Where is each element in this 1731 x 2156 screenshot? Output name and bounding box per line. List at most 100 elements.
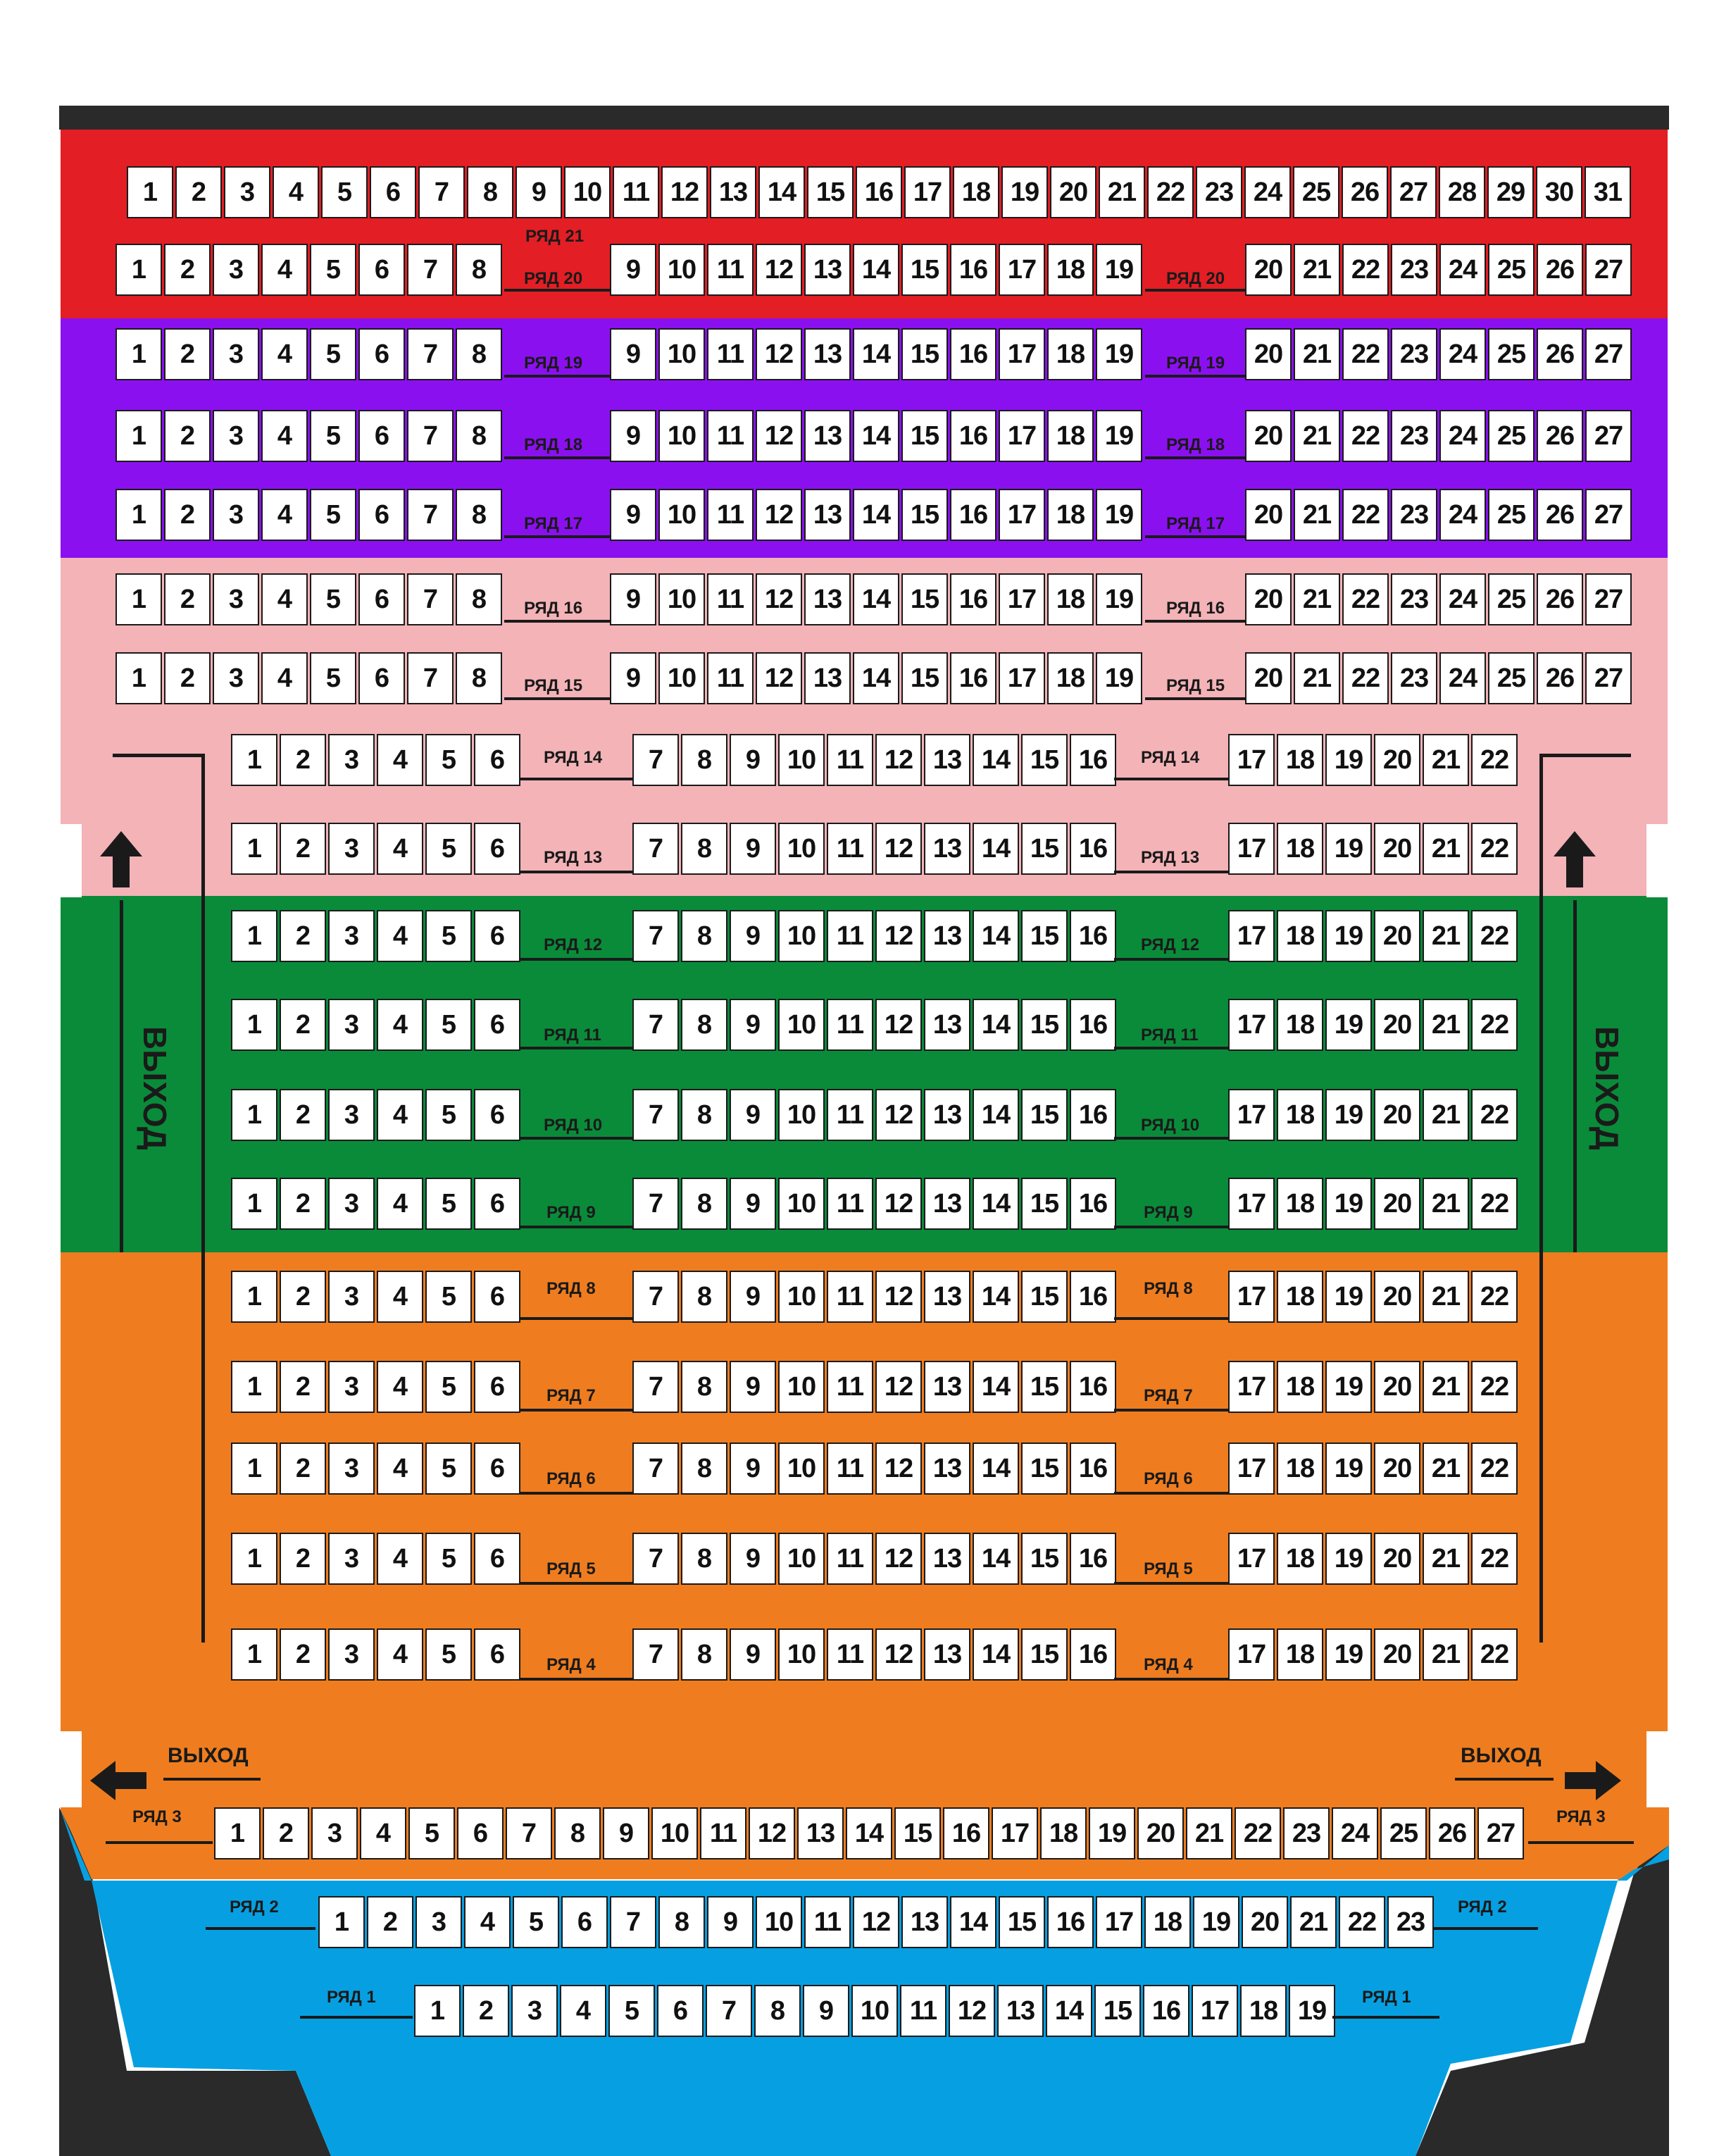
seat[interactable]: 4 (377, 1628, 423, 1681)
seat[interactable]: 15 (807, 166, 854, 218)
seat[interactable]: 21 (1099, 166, 1145, 218)
seat[interactable]: 7 (610, 1896, 656, 1948)
seat[interactable]: 2 (263, 1807, 309, 1859)
seat[interactable]: 21 (1423, 910, 1469, 962)
seat[interactable]: 13 (924, 999, 970, 1051)
seat[interactable]: 13 (924, 1628, 970, 1681)
seat[interactable]: 15 (1021, 734, 1068, 786)
seat[interactable]: 3 (328, 1178, 375, 1230)
seat[interactable]: 1 (231, 1628, 277, 1681)
seat[interactable]: 12 (756, 410, 802, 462)
seat[interactable]: 20 (1242, 1896, 1288, 1948)
seat[interactable]: 22 (1342, 410, 1389, 462)
seat[interactable]: 17 (1228, 1533, 1275, 1585)
seat[interactable]: 21 (1294, 489, 1340, 541)
seat[interactable]: 2 (280, 1442, 326, 1495)
seat[interactable]: 4 (377, 1271, 423, 1323)
seat[interactable]: 12 (756, 652, 802, 704)
seat[interactable]: 26 (1537, 573, 1583, 625)
seat[interactable]: 26 (1537, 410, 1583, 462)
seat[interactable]: 14 (853, 328, 899, 380)
seat[interactable]: 8 (681, 1178, 727, 1230)
seat[interactable]: 3 (213, 573, 259, 625)
seat[interactable]: 9 (610, 652, 656, 704)
seat[interactable]: 20 (1245, 489, 1292, 541)
seat[interactable]: 18 (1277, 1533, 1323, 1585)
seat[interactable]: 19 (1325, 1533, 1372, 1585)
seat[interactable]: 13 (797, 1807, 844, 1859)
seat[interactable]: 22 (1342, 489, 1389, 541)
seat[interactable]: 14 (853, 410, 899, 462)
seat[interactable]: 23 (1391, 489, 1437, 541)
seat[interactable]: 5 (425, 734, 472, 786)
seat[interactable]: 18 (1277, 1271, 1323, 1323)
seat[interactable]: 16 (950, 244, 996, 296)
seat[interactable]: 1 (231, 1361, 277, 1413)
seat[interactable]: 15 (1021, 1178, 1068, 1230)
seat[interactable]: 13 (924, 1361, 970, 1413)
seat[interactable]: 22 (1342, 328, 1389, 380)
seat[interactable]: 4 (377, 1178, 423, 1230)
seat[interactable]: 17 (1192, 1985, 1238, 2037)
seat[interactable]: 16 (1047, 1896, 1094, 1948)
seat[interactable]: 19 (1325, 1178, 1372, 1230)
seat[interactable]: 3 (213, 489, 259, 541)
seat[interactable]: 22 (1342, 244, 1389, 296)
seat[interactable]: 17 (1228, 1271, 1275, 1323)
seat[interactable]: 17 (1228, 1361, 1275, 1413)
seat[interactable]: 4 (261, 652, 308, 704)
seat[interactable]: 13 (804, 652, 851, 704)
seat[interactable]: 16 (950, 328, 996, 380)
seat[interactable]: 16 (1070, 1271, 1116, 1323)
seat[interactable]: 25 (1293, 166, 1339, 218)
seat[interactable]: 17 (999, 328, 1045, 380)
seat[interactable]: 21 (1294, 244, 1340, 296)
seat[interactable]: 11 (827, 823, 873, 875)
seat[interactable]: 2 (280, 1271, 326, 1323)
seat[interactable]: 7 (632, 823, 679, 875)
seat[interactable]: 21 (1423, 1089, 1469, 1141)
seat[interactable]: 6 (474, 1271, 520, 1323)
seat[interactable]: 12 (875, 1442, 922, 1495)
seat[interactable]: 21 (1423, 823, 1469, 875)
seat[interactable]: 18 (1277, 1442, 1323, 1495)
seat[interactable]: 16 (950, 652, 996, 704)
seat[interactable]: 10 (778, 1178, 825, 1230)
seat[interactable]: 18 (1047, 652, 1094, 704)
seat[interactable]: 15 (901, 573, 948, 625)
seat[interactable]: 7 (632, 1628, 679, 1681)
seat[interactable]: 13 (804, 489, 851, 541)
seat[interactable]: 13 (901, 1896, 948, 1948)
seat[interactable]: 19 (1089, 1807, 1135, 1859)
seat[interactable]: 4 (560, 1985, 606, 2037)
seat[interactable]: 10 (778, 1089, 825, 1141)
seat[interactable]: 27 (1585, 328, 1632, 380)
seat[interactable]: 1 (414, 1985, 461, 2037)
seat[interactable]: 15 (1021, 910, 1068, 962)
seat[interactable]: 15 (1021, 1533, 1068, 1585)
seat[interactable]: 10 (658, 652, 705, 704)
seat[interactable]: 8 (681, 1442, 727, 1495)
seat[interactable]: 12 (756, 328, 802, 380)
seat[interactable]: 22 (1339, 1896, 1385, 1948)
seat[interactable]: 30 (1536, 166, 1582, 218)
seat[interactable]: 7 (706, 1985, 752, 2037)
seat[interactable]: 21 (1186, 1807, 1232, 1859)
seat[interactable]: 17 (1228, 1089, 1275, 1141)
seat[interactable]: 20 (1374, 910, 1420, 962)
seat[interactable]: 17 (1228, 823, 1275, 875)
seat[interactable]: 5 (425, 1628, 472, 1681)
seat[interactable]: 16 (1070, 1533, 1116, 1585)
seat[interactable]: 11 (827, 1271, 873, 1323)
seat[interactable]: 6 (474, 1178, 520, 1230)
seat[interactable]: 2 (164, 410, 211, 462)
seat[interactable]: 19 (1096, 652, 1142, 704)
seat[interactable]: 19 (1096, 489, 1142, 541)
seat[interactable]: 12 (756, 244, 802, 296)
seat[interactable]: 22 (1342, 573, 1389, 625)
seat[interactable]: 17 (1096, 1896, 1142, 1948)
seat[interactable]: 12 (875, 1178, 922, 1230)
seat[interactable]: 6 (474, 823, 520, 875)
seat[interactable]: 24 (1439, 652, 1486, 704)
seat[interactable]: 5 (425, 1178, 472, 1230)
